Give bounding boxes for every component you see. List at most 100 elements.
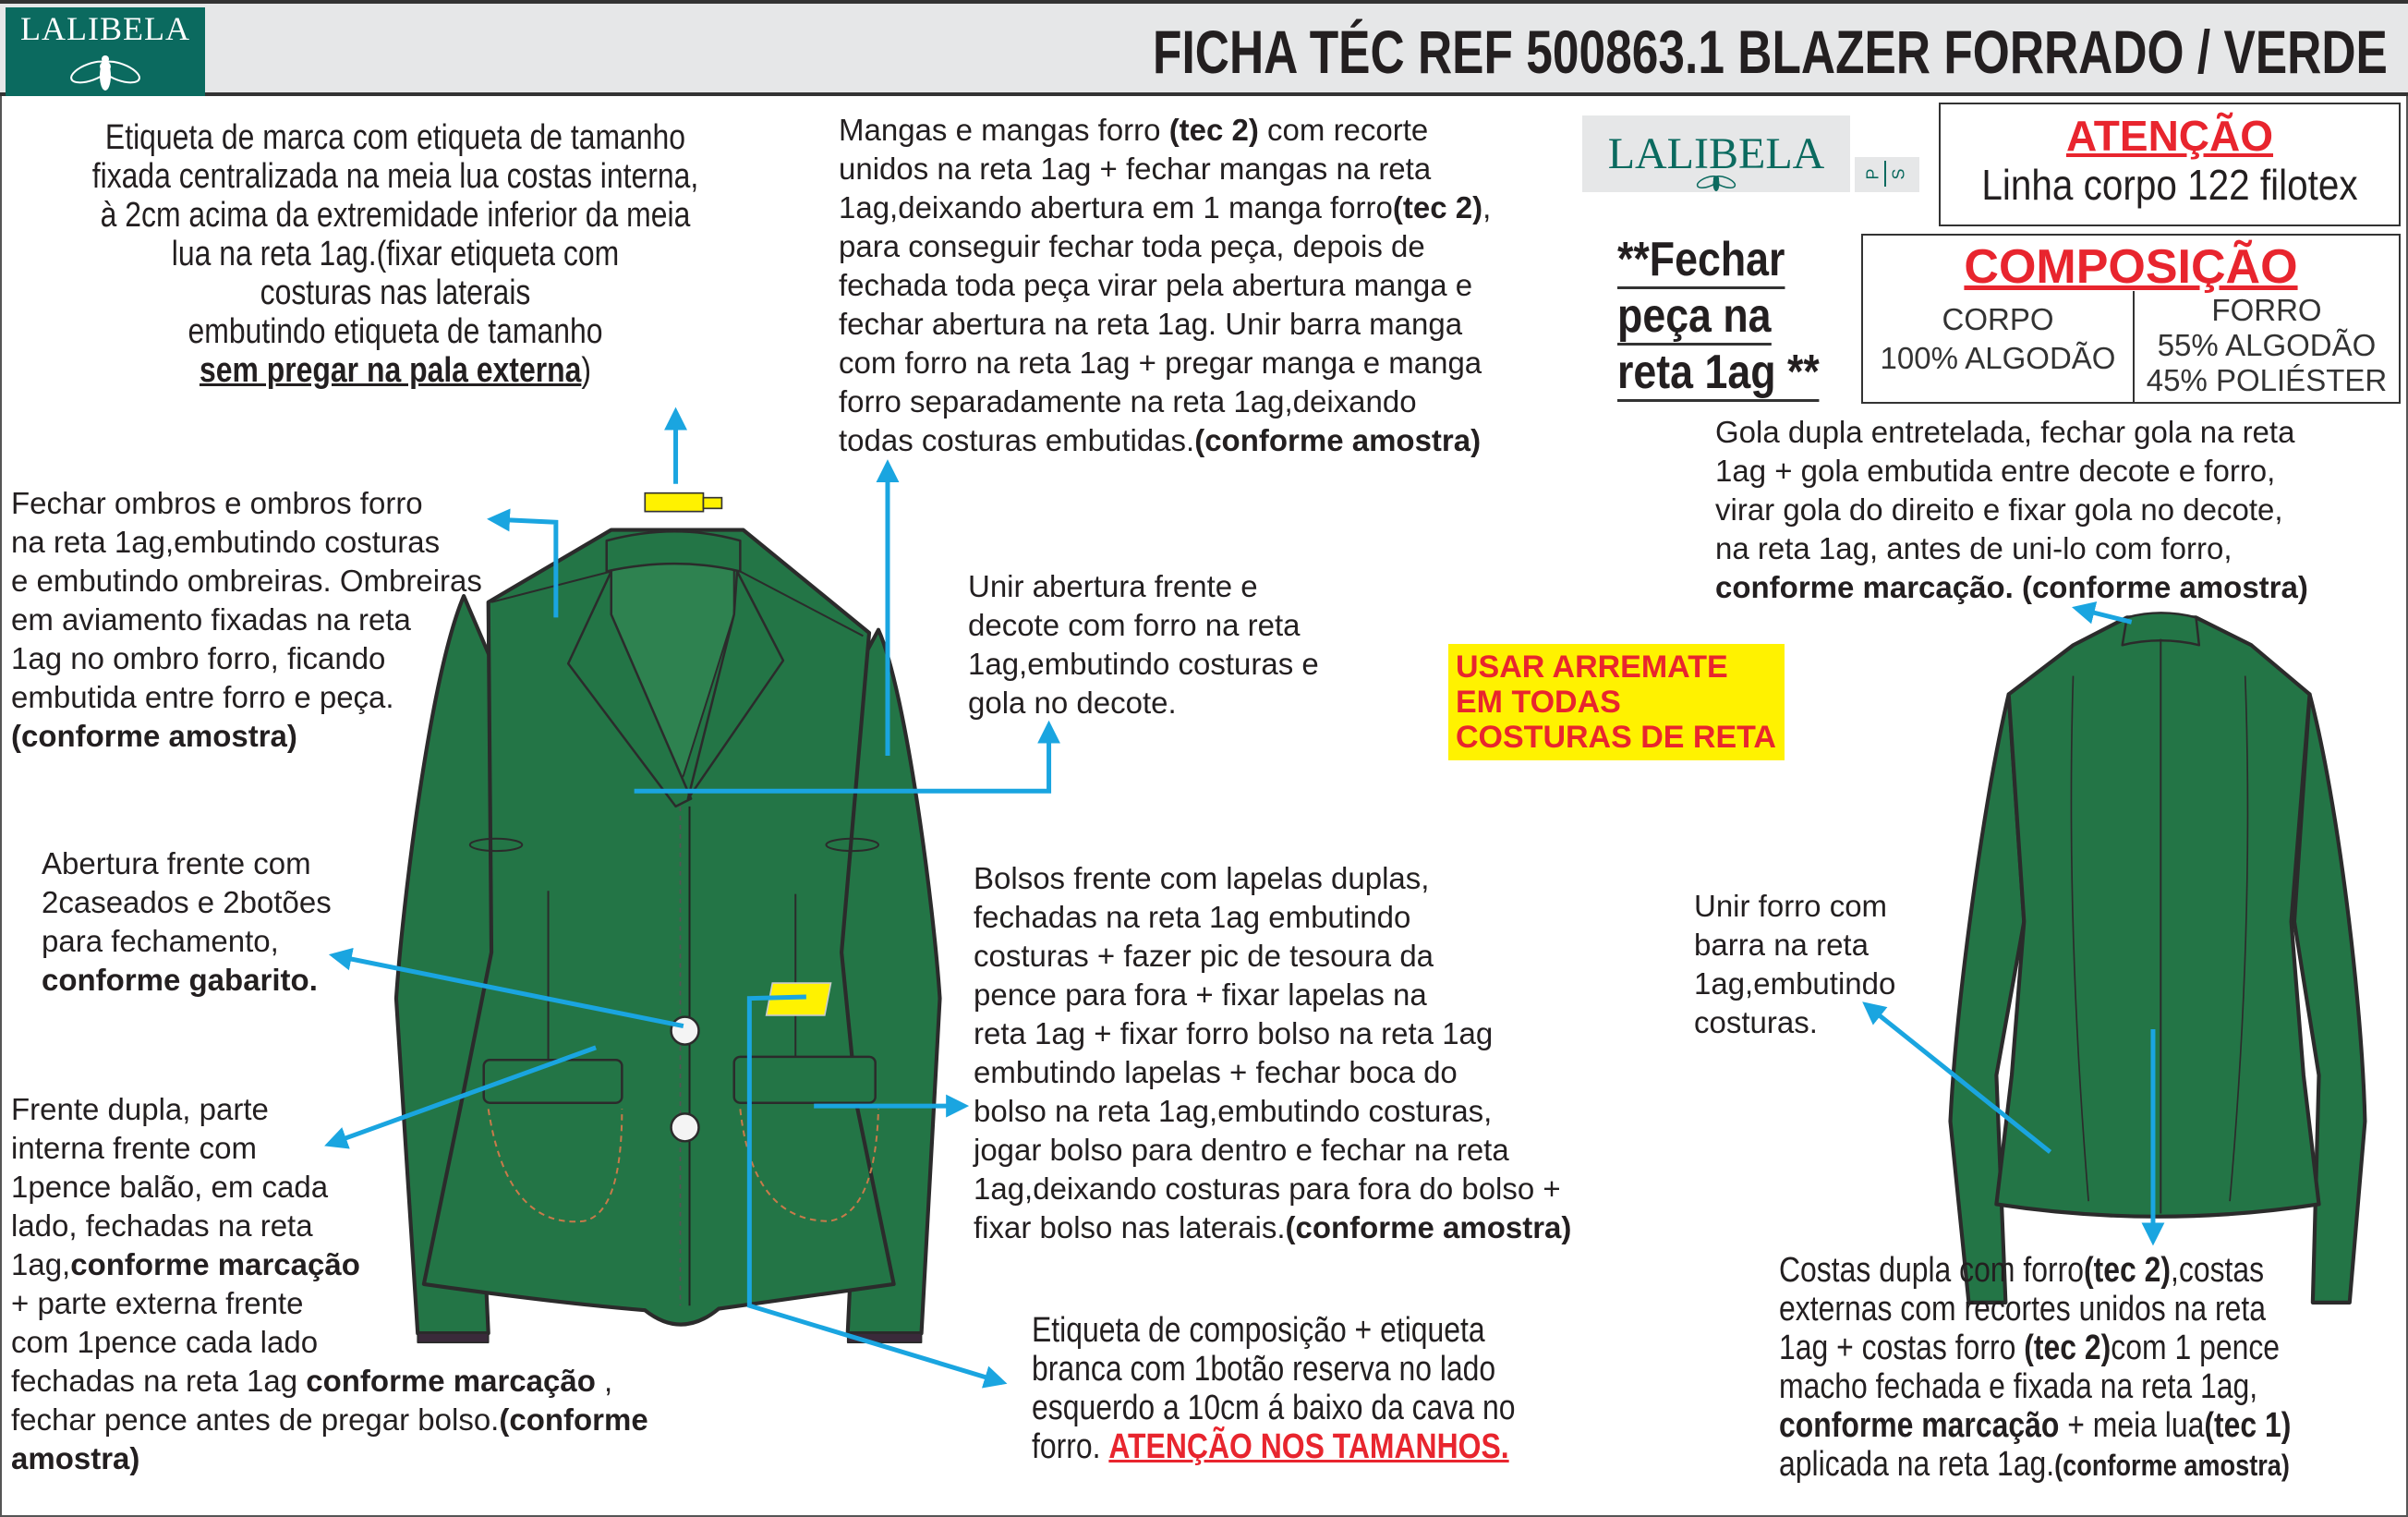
pocket-flap-left <box>482 1058 623 1104</box>
note-line: sem pregar na pala externa) <box>78 351 714 390</box>
note-segment: Abertura frente com <box>42 846 311 880</box>
arremate-warning: USAR ARREMATE EM TODAS COSTURAS DE RETA <box>1448 644 1785 760</box>
note-line: Unir forro com <box>1694 887 1895 926</box>
note-line: com forro na reta 1ag + pregar manga e m… <box>839 344 1491 382</box>
brand-logo-text: LALIBELA <box>20 10 190 47</box>
note-line: Fechar ombros e ombros forro <box>11 484 482 523</box>
note-segment: conforme marcação <box>70 1247 360 1281</box>
note-line: Etiqueta de composição + etiqueta <box>1032 1311 1515 1350</box>
note-line: Gola dupla entretelada, fechar gola na r… <box>1715 413 2308 452</box>
note-segment: para conseguir fechar toda peça, depois … <box>839 229 1425 263</box>
note-segment: reta 1ag + fixar forro bolso na reta 1ag <box>974 1016 1494 1050</box>
note-line: 1ag,embutindo costuras e <box>968 645 1319 684</box>
note-bolsos: Bolsos frente com lapelas duplas,fechada… <box>974 859 1571 1247</box>
front-lapel-left <box>566 570 693 808</box>
note-segment: com forro na reta 1ag + pregar manga e m… <box>839 346 1482 380</box>
note-segment: conforme marcação <box>306 1364 596 1398</box>
note-line: pence para fora + fixar lapelas na <box>974 976 1571 1014</box>
note-line: fechadas na reta 1ag embutindo <box>974 898 1571 937</box>
note-segment: à 2cm acima da extremidade inferior da m… <box>100 196 691 235</box>
note-line: embutindo lapelas + fechar boca do <box>974 1053 1571 1092</box>
note-line: macho fechada e fixada na reta 1ag, <box>1779 1367 2291 1406</box>
note-line: 1ag + gola embutida entre decote e forro… <box>1715 452 2308 491</box>
note-line: interna frente com <box>11 1129 648 1168</box>
note-line: em aviamento fixadas na reta <box>11 601 482 639</box>
note-line: na reta 1ag,embutindo costuras <box>11 523 482 562</box>
note-line: gola no decote. <box>968 684 1319 722</box>
page-title: FICHA TÉC REF 500863.1 BLAZER FORRADO / … <box>1153 18 2388 86</box>
note-segment: Etiqueta de composição + etiqueta <box>1032 1311 1485 1350</box>
attention-box: ATENÇÃO Linha corpo 122 filotex <box>1939 103 2401 226</box>
button-icon <box>670 1015 700 1046</box>
note-segment: para fechamento, <box>42 924 279 958</box>
warning-text: ATENÇÃO NOS TAMANHOS. <box>1108 1427 1509 1466</box>
note-line: esquerdo a 10cm á baixo da cava no <box>1032 1389 1515 1427</box>
bee-icon <box>1696 176 1736 191</box>
note-line: 2caseados e 2botões <box>42 883 332 922</box>
note-segment: pence para fora + fixar lapelas na <box>974 977 1427 1012</box>
note-segment: ) <box>581 351 592 390</box>
composition-box: COMPOSIÇÃO CORPO 100% ALGODÃO FORRO 55% … <box>1861 234 2401 404</box>
note-segment: , <box>1482 190 1492 225</box>
note-segment: embutida entre forro e peça. <box>11 680 394 714</box>
note-line: Abertura frente com <box>42 844 332 883</box>
note-segment: com 1pence cada lado <box>11 1325 319 1359</box>
arremate-line: USAR ARREMATE <box>1456 649 1728 685</box>
note-segment: forro. <box>1032 1427 1109 1466</box>
note-line: Unir abertura frente e <box>968 567 1319 606</box>
note-segment: unidos na reta 1ag + fechar mangas na re… <box>839 152 1432 186</box>
note-segment: conforme marcação. (conforme amostra) <box>1715 570 2308 604</box>
note-segment: (tec 2) <box>2083 1251 2172 1290</box>
note-segment: fechadas na reta 1ag embutindo <box>974 900 1411 934</box>
note-line: 1ag no ombro forro, ficando <box>11 639 482 678</box>
note-segment: Etiqueta de marca com etiqueta de tamanh… <box>104 118 686 157</box>
note-segment: gola no decote. <box>968 686 1177 720</box>
note-segment: 1ag,deixando costuras para fora do bolso… <box>974 1171 1561 1206</box>
note-segment: na reta 1ag,embutindo costuras <box>11 525 441 559</box>
note-segment: aplicada na reta 1ag. <box>1779 1445 2055 1484</box>
note-line: Frente dupla, parte <box>11 1090 648 1129</box>
note-segment: com recorte <box>1258 113 1429 147</box>
note-segment: e embutindo ombreiras. Ombreiras <box>11 564 482 598</box>
corpo-label: CORPO <box>1942 302 2054 336</box>
note-segment: + meia lua <box>2059 1406 2205 1445</box>
note-line: forro separadamente na reta 1ag,deixando <box>839 382 1491 421</box>
note-segment: (tec 1) <box>2204 1406 2292 1445</box>
note-line: reta 1ag + fixar forro bolso na reta 1ag <box>974 1014 1571 1053</box>
note-segment: fechadas na reta 1ag <box>11 1364 307 1398</box>
arrow-gola <box>2071 601 2133 625</box>
note-segment: 1ag,embutindo costuras e <box>968 647 1319 681</box>
note-segment: embutindo lapelas + fechar boca do <box>974 1055 1458 1089</box>
note-line: fechadas na reta 1ag conforme marcação , <box>11 1362 648 1401</box>
pocket-flap-right <box>732 1055 877 1104</box>
attention-text: Linha corpo 122 filotex <box>1981 161 2358 209</box>
note-segment: sem pregar na pala externa <box>199 351 582 390</box>
note-line: Bolsos frente com lapelas duplas, <box>974 859 1571 898</box>
header-bar: LALIBELA FICHA TÉC REF 500863.1 BLAZER F… <box>0 0 2408 96</box>
note-line: 1ag + costas forro (tec 2)com 1 pence <box>1779 1329 2291 1367</box>
note-line: fechar pence antes de pregar bolso.(conf… <box>11 1401 648 1439</box>
note-segment: (conforme amostra) <box>2054 1449 2290 1482</box>
note-line: costuras + fazer pic de tesoura da <box>974 937 1571 976</box>
note-line: amostra) <box>11 1439 648 1478</box>
note-segment: Gola dupla entretelada, fechar gola na r… <box>1715 415 2295 449</box>
note-line: fechada toda peça virar pela abertura ma… <box>839 266 1491 305</box>
arrow-unir-abertura <box>634 720 1061 794</box>
jacket-back-drawing <box>1948 612 2367 1305</box>
note-line: Costas dupla com forro(tec 2),costas <box>1779 1251 2291 1290</box>
note-mangas: Mangas e mangas forro (tec 2) com recort… <box>839 111 1491 460</box>
note-gola: Gola dupla entretelada, fechar gola na r… <box>1715 413 2308 607</box>
note-line: forro. ATENÇÃO NOS TAMANHOS. <box>1032 1427 1515 1466</box>
note-line: conforme marcação + meia lua(tec 1) <box>1779 1406 2291 1445</box>
back-left-sleeve <box>1948 692 2027 1305</box>
note-segment: (tec 2) <box>1392 190 1483 225</box>
note-segment: na reta 1ag, antes de uni-lo com forro, <box>1715 531 2233 565</box>
close-piece-line: peça na <box>1617 289 1772 346</box>
arrow-ombros <box>487 508 559 618</box>
note-line: costuras. <box>1694 1003 1895 1042</box>
note-segment: (conforme <box>499 1402 648 1437</box>
